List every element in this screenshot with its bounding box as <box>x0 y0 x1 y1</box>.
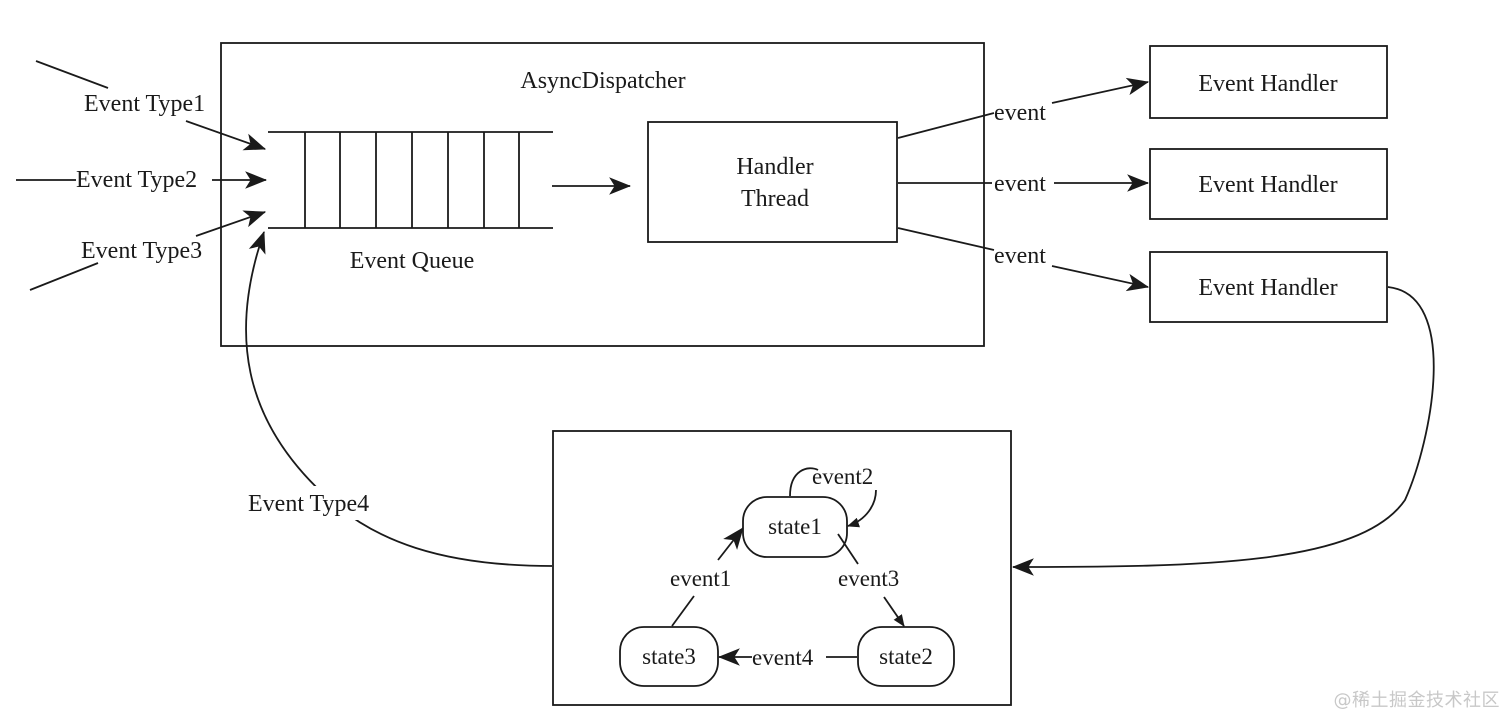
event-type2-label: Event Type2 <box>76 167 197 193</box>
event4-transition: event4 <box>717 645 857 670</box>
event-handler-3: Event Handler <box>1149 251 1388 323</box>
event1-label: event1 <box>670 566 731 591</box>
dispatch-edge-3-label: event <box>994 243 1046 269</box>
event-handler-3-label: Event Handler <box>1198 275 1337 301</box>
dispatch-edge-1: event <box>897 77 1150 139</box>
event-type1-label: Event Type1 <box>84 91 205 117</box>
event4-label: event4 <box>752 645 814 670</box>
event3-label: event3 <box>838 566 899 591</box>
event-queue-label: Event Queue <box>350 248 475 274</box>
event1-transition: event1 <box>670 527 744 627</box>
handler-thread-line1: Handler <box>736 154 813 180</box>
event-queue: Event Queue <box>268 131 553 274</box>
dispatch-edge-2-label: event <box>994 171 1046 197</box>
dispatcher-title: AsyncDispatcher <box>520 68 685 94</box>
state2-label: state2 <box>879 644 933 669</box>
dispatch-edge-1-label: event <box>994 100 1046 126</box>
event-handler-1-label: Event Handler <box>1198 71 1337 97</box>
state3-node: state3 <box>619 626 719 687</box>
state1-label: state1 <box>768 514 822 539</box>
event-type3-input: Event Type3 <box>29 210 267 291</box>
handler-thread-line2: Thread <box>741 186 809 212</box>
state2-node: state2 <box>857 626 955 687</box>
event2-label: event2 <box>812 464 873 489</box>
handler-to-state-machine-arrow <box>1011 286 1435 576</box>
event-type4-label: Event Type4 <box>248 491 369 517</box>
watermark: @稀土掘金技术社区 <box>1333 690 1500 711</box>
state3-label: state3 <box>642 644 696 669</box>
state1-node: state1 <box>742 496 848 558</box>
handler-thread-box: Handler Thread <box>647 121 898 243</box>
event3-transition: event3 <box>837 533 905 627</box>
event-handler-1: Event Handler <box>1149 45 1388 119</box>
event-type2-input: Event Type2 <box>16 167 268 193</box>
event-type4-label-bg <box>240 486 390 520</box>
event2-self-loop: event2 <box>789 464 877 528</box>
dispatch-edge-3: event <box>897 227 1150 292</box>
event-type1-input: Event Type1 <box>35 60 267 151</box>
dispatch-edge-2: event <box>898 171 1150 197</box>
event-handler-2-label: Event Handler <box>1198 172 1337 198</box>
event-handler-2: Event Handler <box>1149 148 1388 220</box>
event-type3-label: Event Type3 <box>81 238 202 264</box>
